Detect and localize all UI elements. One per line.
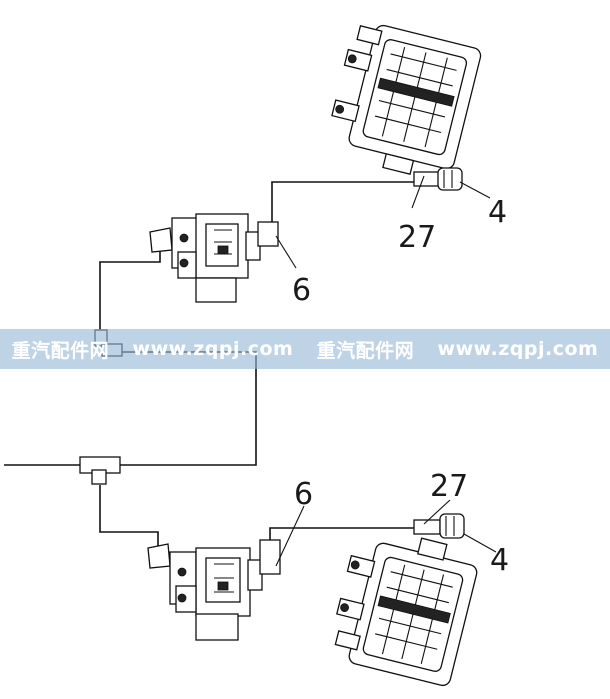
watermark-url-right: www.zqpj.com bbox=[437, 338, 599, 360]
callout-bottom-6: 6 bbox=[294, 477, 313, 512]
callout-top-6: 6 bbox=[292, 273, 311, 308]
relay-valve-lower bbox=[147, 539, 281, 641]
callout-bottom-27: 27 bbox=[430, 469, 468, 504]
brake-chamber-lower bbox=[334, 537, 478, 687]
callout-bottom-4: 4 bbox=[490, 543, 509, 578]
tee-fitting-lower bbox=[79, 456, 121, 485]
watermark-band: 重汽配件网 www.zqpj.com 重汽配件网 www.zqpj.com bbox=[0, 329, 610, 369]
watermark-brand-right: 重汽配件网 bbox=[316, 339, 415, 362]
fitting-upper-elbow bbox=[413, 167, 463, 191]
fitting-lower-elbow bbox=[413, 513, 465, 539]
watermark-brand-left: 重汽配件网 bbox=[11, 339, 110, 362]
relay-valve-upper bbox=[149, 213, 279, 303]
brake-chamber-upper bbox=[331, 24, 482, 176]
callout-top-27: 27 bbox=[398, 220, 436, 255]
callout-top-4: 4 bbox=[488, 195, 507, 230]
leader-lines bbox=[275, 175, 497, 567]
watermark-url-left: www.zqpj.com bbox=[132, 338, 294, 360]
